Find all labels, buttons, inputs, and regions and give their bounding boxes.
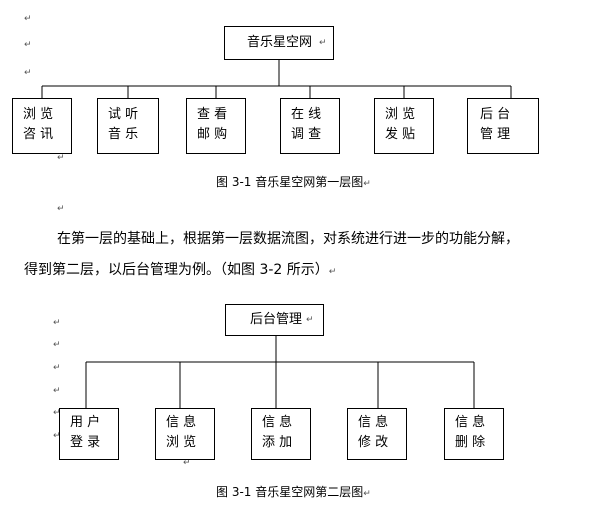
node-line2: 浏 览 — [166, 435, 197, 450]
node-line1: 浏 览 — [23, 107, 54, 122]
node-line1: 在 线 — [291, 107, 322, 122]
diagram2-node-info-browse: 信 息 浏 览 — [155, 408, 215, 460]
node-line2: 添 加 — [262, 435, 293, 450]
node-line1: 用 户 — [70, 415, 101, 430]
paragraph-mark: ↵ — [306, 315, 314, 325]
diagram2-root-label: 后台管理 — [250, 312, 303, 327]
node-line1: 信 息 — [455, 415, 486, 430]
paragraph-mark: ↵ — [57, 153, 65, 163]
node-line2: 删 除 — [455, 435, 486, 450]
diagram1-caption: 图 3-1 音乐星空网第一层图↵ — [216, 173, 371, 190]
node-line2: 登 录 — [70, 435, 101, 450]
diagram1-node-backend-admin: 后 台 管 理 — [467, 98, 539, 154]
paragraph-mark: ↵ — [319, 38, 327, 48]
node-line2: 调 查 — [291, 127, 322, 142]
node-line2: 邮 购 — [197, 127, 228, 142]
paragraph-mark: ↵ — [53, 408, 61, 418]
diagram1-root-label: 音乐星空网 — [247, 35, 313, 50]
paragraph-mark: ↵ — [183, 458, 191, 468]
diagram1-node-listen-music: 试 听 音 乐 — [97, 98, 159, 154]
node-line2: 音 乐 — [108, 127, 139, 142]
diagram2-node-info-add: 信 息 添 加 — [251, 408, 311, 460]
paragraph-mark: ↵ — [24, 40, 32, 50]
node-line1: 浏 览 — [385, 107, 416, 122]
paragraph-mark: ↵ — [24, 68, 32, 78]
diagram1-node-browse-post: 浏 览 发 贴 — [374, 98, 434, 154]
body-text-line2: 得到第二层，以后台管理为例。（如图 3-2 所示）↵ — [24, 259, 336, 279]
diagram1-caption-text: 图 3-1 音乐星空网第一层图 — [216, 175, 364, 189]
paragraph-mark: ↵ — [53, 431, 61, 441]
diagram2-node-info-edit: 信 息 修 改 — [347, 408, 407, 460]
node-line2: 修 改 — [358, 435, 389, 450]
paragraph-mark: ↵ — [24, 14, 32, 24]
node-line1: 查 看 — [197, 107, 228, 122]
node-line1: 信 息 — [166, 415, 197, 430]
paragraph-mark: ↵ — [53, 318, 61, 328]
diagram2-node-info-delete: 信 息 删 除 — [444, 408, 504, 460]
node-line1: 信 息 — [262, 415, 293, 430]
paragraph-mark: ↵ — [57, 204, 65, 214]
paragraph-mark: ↵ — [328, 267, 337, 277]
paragraph-mark: ↵ — [53, 363, 61, 373]
node-line1: 信 息 — [358, 415, 389, 430]
diagram1-node-browse-news: 浏 览 咨 讯 — [12, 98, 72, 154]
node-line2: 咨 讯 — [23, 127, 54, 142]
diagram1-node-online-survey: 在 线 调 查 — [280, 98, 340, 154]
diagram2-caption-text: 图 3-1 音乐星空网第二层图 — [216, 485, 364, 499]
body-text-line1: 在第一层的基础上，根据第一层数据流图，对系统进行进一步的功能分解， — [57, 231, 519, 247]
diagram1-root-box: 音乐星空网 ↵ — [224, 26, 334, 60]
node-line1: 后 台 — [480, 107, 511, 122]
diagram2-root-box: 后台管理 ↵ — [225, 304, 324, 336]
node-line2: 发 贴 — [385, 127, 416, 142]
paragraph-mark: ↵ — [53, 340, 61, 350]
node-line2: 管 理 — [480, 127, 511, 142]
node-line1: 试 听 — [108, 107, 139, 122]
diagram2-node-user-login: 用 户 登 录 — [59, 408, 119, 460]
body-text-line2-text: 得到第二层，以后台管理为例。（如图 3-2 所示） — [24, 262, 329, 278]
paragraph-mark: ↵ — [363, 489, 371, 499]
paragraph-mark: ↵ — [53, 386, 61, 396]
diagram1-node-view-mailorder: 查 看 邮 购 — [186, 98, 246, 154]
diagram2-caption: 图 3-1 音乐星空网第二层图↵ — [216, 483, 371, 500]
paragraph-mark: ↵ — [363, 179, 371, 189]
